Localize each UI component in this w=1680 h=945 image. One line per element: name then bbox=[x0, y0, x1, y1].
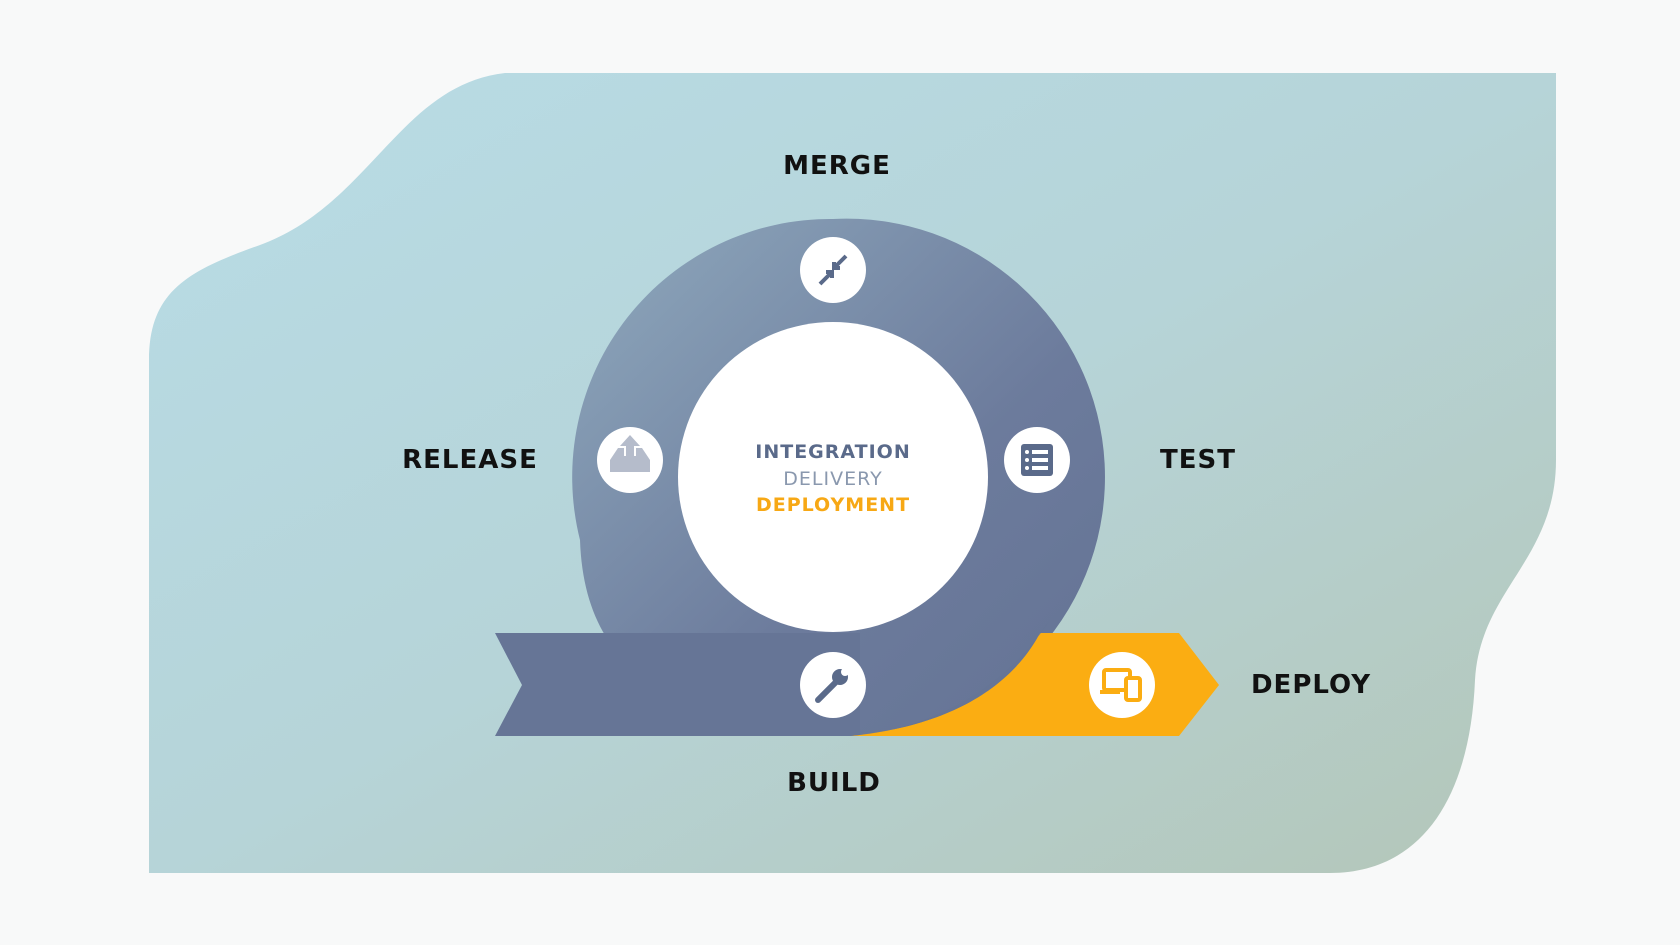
stage-label-release: RELEASE bbox=[402, 445, 538, 475]
center-delivery: DELIVERY bbox=[783, 468, 883, 490]
merge-icon bbox=[800, 237, 866, 303]
stage-label-deploy: DEPLOY bbox=[1250, 670, 1372, 700]
center-deployment: DEPLOYMENT bbox=[755, 494, 911, 516]
deploy-devices-icon bbox=[1089, 652, 1155, 718]
stage-label-build: BUILD bbox=[787, 768, 881, 798]
test-icon bbox=[1004, 427, 1070, 493]
center-integration: INTEGRATION bbox=[755, 441, 911, 463]
stage-label-merge: MERGE bbox=[783, 151, 891, 181]
release-icon bbox=[597, 427, 663, 493]
build-wrench-icon bbox=[800, 652, 866, 718]
center-circle bbox=[678, 322, 988, 632]
build-band bbox=[495, 633, 860, 736]
stage-label-test: TEST bbox=[1160, 445, 1236, 475]
